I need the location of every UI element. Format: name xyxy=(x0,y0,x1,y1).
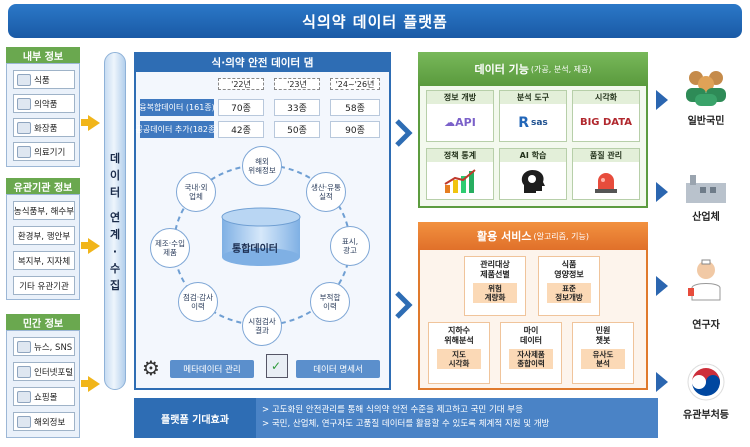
dam-row-label: 공공데이터 추가(182종) xyxy=(136,121,218,138)
internal-item-cosmetics: 화장품 xyxy=(13,118,75,137)
people-group-icon xyxy=(684,64,728,108)
chevron-right-icon xyxy=(395,291,413,319)
government-emblem-icon xyxy=(684,360,728,404)
integrated-data-label: 통합데이터 xyxy=(232,244,278,255)
related-item: 농식품부, 해수부 xyxy=(13,201,75,220)
service-card: 식품 영양정보 표준 정보개방 xyxy=(538,256,600,316)
arrow-right-icon xyxy=(656,276,668,296)
factory-icon xyxy=(684,166,728,210)
cart-icon xyxy=(17,390,31,403)
pillar-text: 데 이 터 연 계 · 수 집 xyxy=(109,152,121,292)
news-icon xyxy=(17,340,31,353)
cosmetics-icon xyxy=(17,121,31,134)
clipboard-check-icon: ✓ xyxy=(266,354,288,378)
private-item-shopping: 쇼핑몰 xyxy=(13,387,75,406)
service-title: 활용 서비스(알고리즘, 기능) xyxy=(418,222,648,250)
service-card: 관리대상 제품선별 위험 계량화 xyxy=(464,256,526,316)
cycle-node: 부적합 이력 xyxy=(310,282,350,322)
output-related-ministries: 유관부처등 xyxy=(683,410,729,421)
internal-item-food: 식품 xyxy=(13,70,75,89)
private-item-overseas: 해외정보 xyxy=(13,412,75,431)
researcher-icon xyxy=(684,258,728,302)
private-item-news: 뉴스, SNS xyxy=(13,337,75,356)
data-function-title: 데이터 기능(가공, 분석, 제공) xyxy=(418,52,648,86)
year-tab: '22년 xyxy=(218,78,264,90)
expected-effect-text: > 고도화된 안전관리를 통해 식의약 안전 수준을 제고하고 국민 기대 부응… xyxy=(256,398,658,438)
output-researcher: 연구자 xyxy=(692,320,720,331)
cycle-node: 생산·유통 실적 xyxy=(306,172,346,212)
ai-head-icon xyxy=(500,162,566,199)
dam-row-value: 50종 xyxy=(274,121,320,138)
cycle-node: 시험검사 결과 xyxy=(242,306,282,346)
output-general-public: 일반국민 xyxy=(687,116,725,127)
medical-device-icon xyxy=(17,145,31,158)
chevron-right-icon xyxy=(395,119,413,147)
data-dam-title: 식·의약 안전 데이터 댐 xyxy=(134,52,391,72)
cycle-node: 국내·외 업체 xyxy=(176,172,216,212)
internal-item-drug: 의약품 xyxy=(13,94,75,113)
arrow-right-icon xyxy=(656,90,668,110)
private-info-group: 뉴스, SNS 인터넷포털 쇼핑몰 해외정보 xyxy=(6,330,80,438)
func-card: AI 학습 xyxy=(499,148,567,200)
service-card: 마이 데이터 자사제품 종합이력 xyxy=(500,322,562,384)
func-card: 품질 관리 xyxy=(572,148,640,200)
private-info-label: 민간 정보 xyxy=(6,314,80,330)
related-info-label: 유관기관 정보 xyxy=(6,178,80,194)
dam-row-value: 70종 xyxy=(218,99,264,116)
related-item: 기타 유관기관 xyxy=(13,276,75,295)
globe-icon xyxy=(17,415,31,428)
func-card: 정보 개방☁API xyxy=(426,90,494,142)
dam-row-value: 42종 xyxy=(218,121,264,138)
service-card: 지하수 위해분석 지도 시각화 xyxy=(428,322,490,384)
cycle-node: 점검·감사 이력 xyxy=(178,282,218,322)
dam-row-label: 융복합데이터 (161종) xyxy=(139,99,215,116)
internal-item-device: 의료기기 xyxy=(13,142,75,161)
arrow-right-icon xyxy=(656,182,668,202)
internal-info-label: 내부 정보 xyxy=(6,47,80,63)
private-item-portal: 인터넷포털 xyxy=(13,362,75,381)
page-title: 식의약 데이터 플랫폼 xyxy=(8,4,742,38)
year-tab: '23년 xyxy=(274,78,320,90)
cycle-node: 표시, 광고 xyxy=(330,226,370,266)
output-industry: 산업체 xyxy=(692,212,720,223)
arrow-right-icon xyxy=(88,238,100,254)
related-item: 환경부, 행안부 xyxy=(13,226,75,245)
data-specification-button[interactable]: 데이터 명세서 xyxy=(296,360,380,378)
expected-effect-label: 플랫폼 기대효과 xyxy=(134,398,256,438)
func-card: 정책 통계 xyxy=(426,148,494,200)
gear-icon: ⚙ xyxy=(142,356,160,380)
cycle-node: 제조·수입 제품 xyxy=(150,228,190,268)
service-card: 민원 챗봇 유사도 분석 xyxy=(572,322,634,384)
internal-info-group: 식품 의약품 화장품 의료기기 xyxy=(6,63,80,167)
arrow-right-icon xyxy=(88,115,100,131)
database-cylinder-icon xyxy=(221,207,301,266)
related-item: 복지부, 지자체 xyxy=(13,251,75,270)
portal-icon xyxy=(17,365,31,378)
related-info-group: 농식품부, 해수부 환경부, 행안부 복지부, 지자체 기타 유관기관 xyxy=(6,194,80,300)
dam-row-value: 58종 xyxy=(330,99,380,116)
metadata-management-button[interactable]: 메타데이터 관리 xyxy=(170,360,254,378)
dam-row-value: 90종 xyxy=(330,121,380,138)
dam-row-value: 33종 xyxy=(274,99,320,116)
year-tab: '24~'26년 xyxy=(330,78,380,90)
api-cloud-icon: ☁API xyxy=(444,116,476,129)
arrow-right-icon xyxy=(88,376,100,392)
cycle-node: 해외 위해정보 xyxy=(242,146,282,186)
bigdata-icon: BIG DATA xyxy=(579,117,633,128)
data-link-pillar xyxy=(104,52,126,390)
food-icon xyxy=(17,73,31,86)
arrow-right-icon xyxy=(656,372,668,392)
pill-icon xyxy=(17,97,31,110)
bar-growth-icon xyxy=(427,162,493,199)
alarm-light-icon xyxy=(573,162,639,199)
